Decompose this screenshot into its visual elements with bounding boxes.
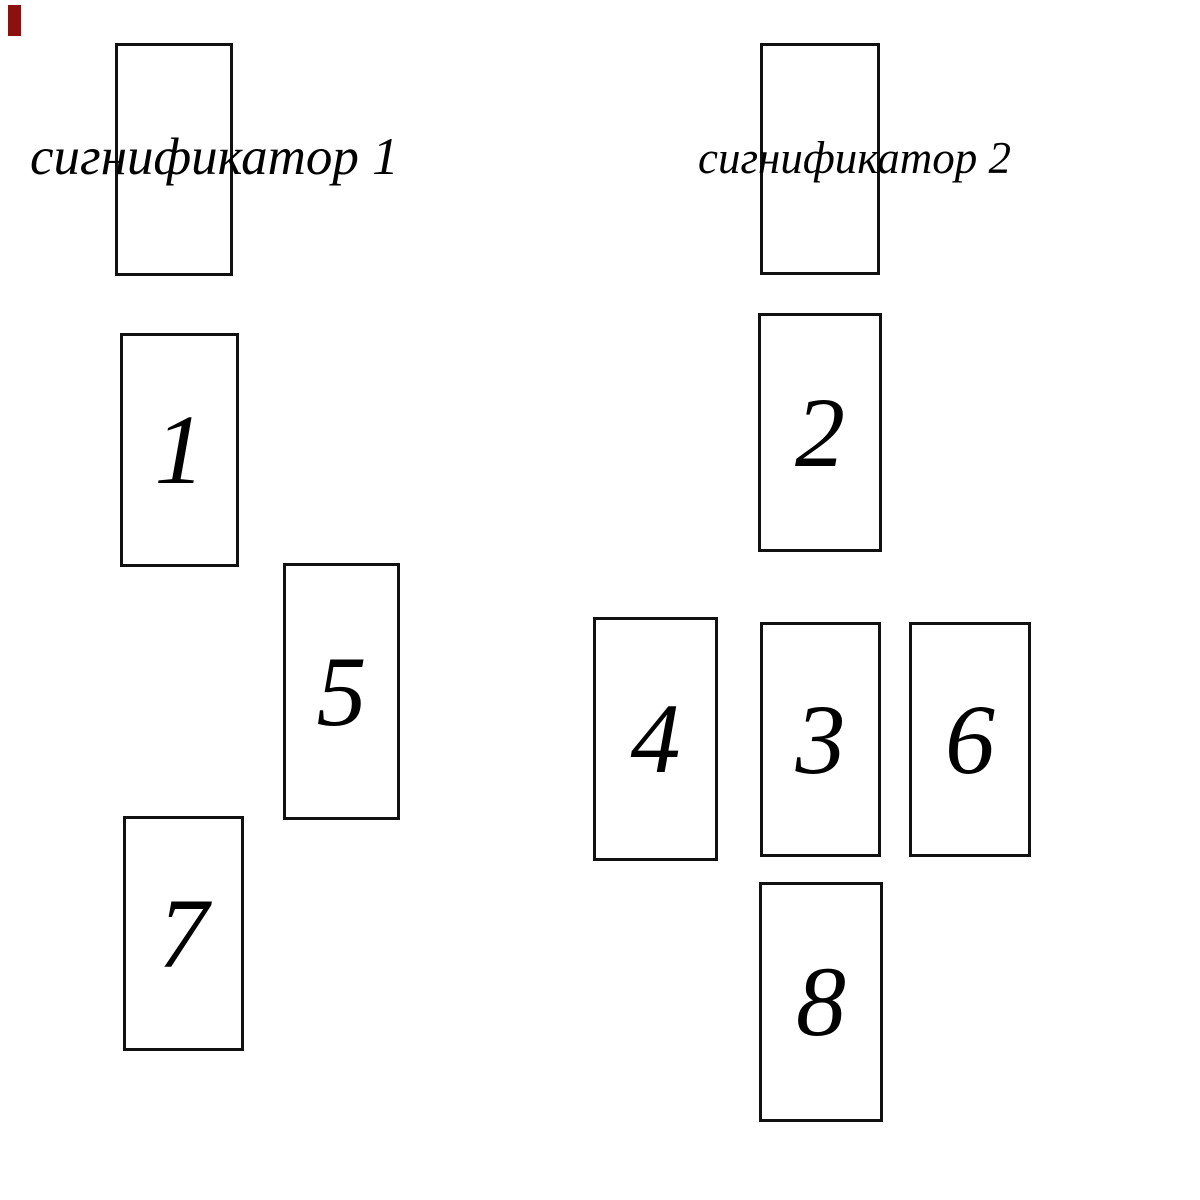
card-7-number: 7: [158, 877, 209, 989]
card-position-1: 1: [120, 333, 239, 567]
significator-1-label: сигнификатор 1: [30, 128, 399, 186]
card-1-number: 1: [154, 394, 205, 505]
card-position-5: 5: [283, 563, 400, 820]
significator-2-label: сигнификатор 2: [698, 133, 1011, 183]
significator-2-card: [760, 43, 880, 275]
card-6-number: 6: [945, 683, 995, 795]
card-3-number: 3: [795, 683, 846, 795]
card-position-3: 3: [760, 622, 881, 857]
significator-1-card: [115, 43, 233, 276]
red-artifact-mark: [8, 5, 21, 36]
card-position-2: 2: [758, 313, 882, 552]
card-position-8: 8: [759, 882, 883, 1122]
card-5-number: 5: [316, 635, 367, 747]
card-position-7: 7: [123, 816, 244, 1051]
card-8-number: 8: [796, 946, 846, 1057]
card-2-number: 2: [795, 376, 845, 488]
card-position-4: 4: [593, 617, 718, 861]
card-4-number: 4: [630, 683, 681, 794]
card-position-6: 6: [909, 622, 1031, 857]
